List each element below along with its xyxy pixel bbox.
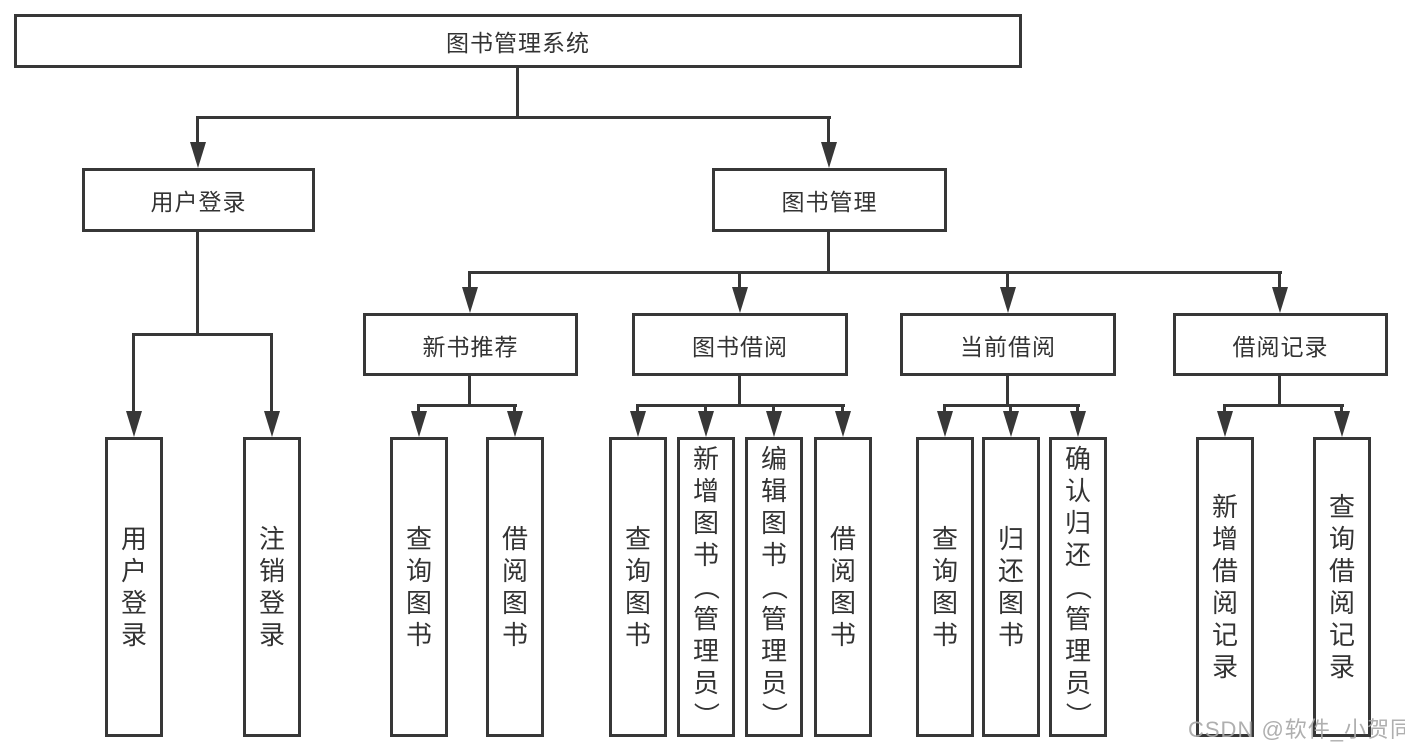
arrowhead-down-icon (821, 142, 837, 168)
leaf-query-borrow-record: 查询借阅记录 (1313, 437, 1371, 737)
connector-line (1278, 376, 1281, 407)
connector-line (1340, 404, 1343, 414)
watermark: CSDN @软件_小贺同学 (1188, 717, 1405, 742)
leaf-borrow-books-2: 借阅图书 (814, 437, 872, 737)
connector-line (468, 271, 1282, 274)
connector-line (417, 404, 517, 407)
leaf-label: 查询图书 (405, 524, 432, 650)
arrowhead-down-icon (937, 411, 953, 437)
node-book-borrowing: 图书借阅 (632, 313, 848, 376)
leaf-label: 用户登录 (120, 524, 147, 650)
leaf-confirm-return-admin: 确认归还（管理员） (1049, 437, 1107, 737)
leaf-user-login: 用户登录 (105, 437, 163, 737)
arrowhead-down-icon (1334, 411, 1350, 437)
connector-line (827, 116, 830, 144)
node-book-management: 图书管理 (712, 168, 947, 232)
connector-line (132, 333, 135, 413)
node-label: 借阅记录 (1232, 333, 1329, 360)
arrowhead-down-icon (835, 411, 851, 437)
connector-line (738, 271, 741, 289)
connector-line (738, 376, 741, 407)
connector-line (841, 404, 844, 414)
leaf-add-books-admin: 新增图书（管理员） (677, 437, 735, 737)
node-root-label: 图书管理系统 (446, 30, 590, 56)
leaf-add-borrow-record: 新增借阅记录 (1196, 437, 1254, 737)
node-label: 图书借阅 (692, 333, 788, 360)
arrowhead-down-icon (264, 411, 280, 437)
connector-line (636, 404, 845, 407)
arrowhead-down-icon (1000, 287, 1016, 313)
connector-line (516, 68, 519, 119)
leaf-query-books-1: 查询图书 (390, 437, 448, 737)
leaf-label: 注销登录 (258, 524, 285, 650)
arrowhead-down-icon (1217, 411, 1233, 437)
connector-line (1006, 271, 1009, 289)
connector-line (468, 376, 471, 407)
arrowhead-down-icon (766, 411, 782, 437)
arrowhead-down-icon (462, 287, 478, 313)
leaf-label: 确认归还（管理员） (1062, 444, 1093, 729)
leaf-label: 归还图书 (997, 524, 1024, 650)
connector-line (827, 232, 830, 274)
connector-line (704, 404, 707, 414)
leaf-label: 借阅图书 (829, 524, 856, 650)
connector-line (1006, 376, 1009, 407)
connector-line (196, 116, 831, 119)
connector-line (196, 232, 199, 336)
connector-line (636, 404, 639, 414)
connector-line (468, 271, 471, 289)
arrowhead-down-icon (507, 411, 523, 437)
connector-line (196, 116, 199, 144)
node-label: 新书推荐 (422, 333, 519, 360)
leaf-edit-books-admin: 编辑图书（管理员） (745, 437, 803, 737)
arrowhead-down-icon (698, 411, 714, 437)
arrowhead-down-icon (1003, 411, 1019, 437)
node-borrowing-records: 借阅记录 (1173, 313, 1388, 376)
arrowhead-down-icon (732, 287, 748, 313)
leaf-logout: 注销登录 (243, 437, 301, 737)
arrowhead-down-icon (411, 411, 427, 437)
leaf-label: 查询图书 (931, 524, 958, 650)
node-label: 用户登录 (150, 189, 247, 215)
leaf-borrow-books-1: 借阅图书 (486, 437, 544, 737)
node-label: 当前借阅 (960, 333, 1056, 360)
arrowhead-down-icon (190, 142, 206, 168)
node-current-borrowing: 当前借阅 (900, 313, 1116, 376)
connector-line (1223, 404, 1226, 414)
arrowhead-down-icon (126, 411, 142, 437)
leaf-label: 编辑图书（管理员） (758, 444, 789, 729)
connector-line (772, 404, 775, 414)
leaf-label: 新增图书（管理员） (690, 444, 721, 729)
connector-line (943, 404, 946, 414)
connector-line (132, 333, 273, 336)
arrowhead-down-icon (630, 411, 646, 437)
arrowhead-down-icon (1272, 287, 1288, 313)
leaf-label: 查询借阅记录 (1328, 492, 1355, 682)
connector-line (1278, 271, 1281, 289)
arrowhead-down-icon (1070, 411, 1086, 437)
leaf-return-books: 归还图书 (982, 437, 1040, 737)
connector-line (513, 404, 516, 414)
leaf-query-books-2: 查询图书 (609, 437, 667, 737)
connector-line (1009, 404, 1012, 414)
node-new-book-recommendation: 新书推荐 (363, 313, 578, 376)
node-root: 图书管理系统 (14, 14, 1022, 68)
node-label: 图书管理 (781, 189, 878, 215)
connector-line (1223, 404, 1344, 407)
connector-line (417, 404, 420, 414)
leaf-query-books-3: 查询图书 (916, 437, 974, 737)
connector-line (270, 333, 273, 413)
leaf-label: 查询图书 (624, 524, 651, 650)
leaf-label: 新增借阅记录 (1211, 492, 1238, 682)
connector-line (1076, 404, 1079, 414)
leaf-label: 借阅图书 (501, 524, 528, 650)
node-user-login: 用户登录 (82, 168, 315, 232)
